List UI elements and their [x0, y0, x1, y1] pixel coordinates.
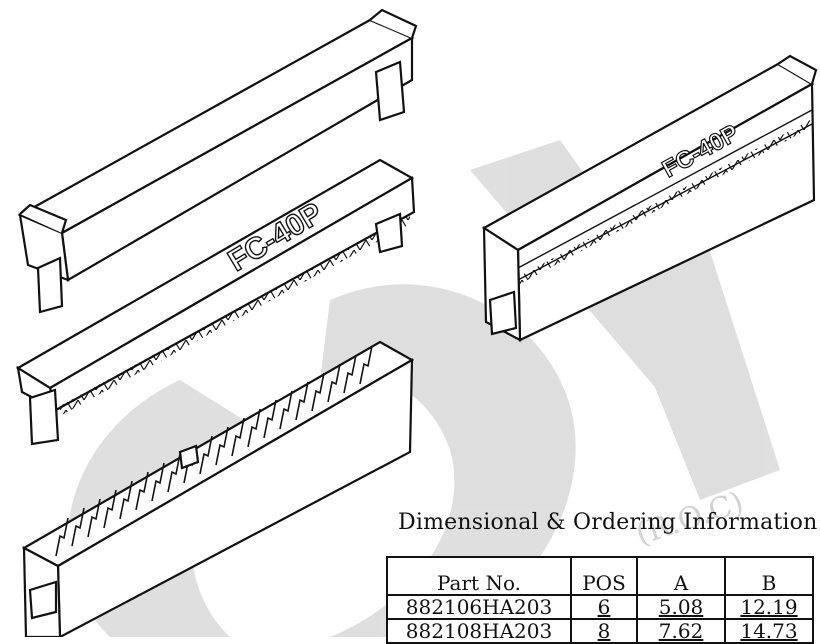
ordering-heading: Dimensional & Ordering Information: — [398, 510, 820, 535]
cell-b: 12.19 — [724, 594, 814, 620]
cell-pos: 6 — [570, 594, 638, 620]
col-a: A — [636, 556, 726, 596]
press-strain-bar — [17, 8, 418, 314]
cell-part-no: 882108HA203 — [386, 618, 572, 644]
header-housing — [21, 340, 415, 637]
col-part-no: Part No. — [386, 556, 572, 596]
cell-a: 7.62 — [636, 618, 726, 644]
assembled-connector: FC-40P — [481, 54, 818, 342]
col-pos: POS — [570, 556, 638, 596]
cell-b: 14.73 — [724, 618, 814, 644]
col-b: B — [724, 556, 814, 596]
table-row: 882108HA203 8 7.62 14.73 — [386, 618, 814, 644]
table-header-row: Part No. POS A B — [386, 556, 814, 596]
cell-pos: 8 — [570, 618, 638, 644]
cell-a: 5.08 — [636, 594, 726, 620]
cell-part-no: 882106HA203 — [386, 594, 572, 620]
ordering-table: Part No. POS A B 882106HA203 6 5.08 12.1… — [386, 556, 814, 644]
table-row: 882106HA203 6 5.08 12.19 — [386, 594, 814, 620]
